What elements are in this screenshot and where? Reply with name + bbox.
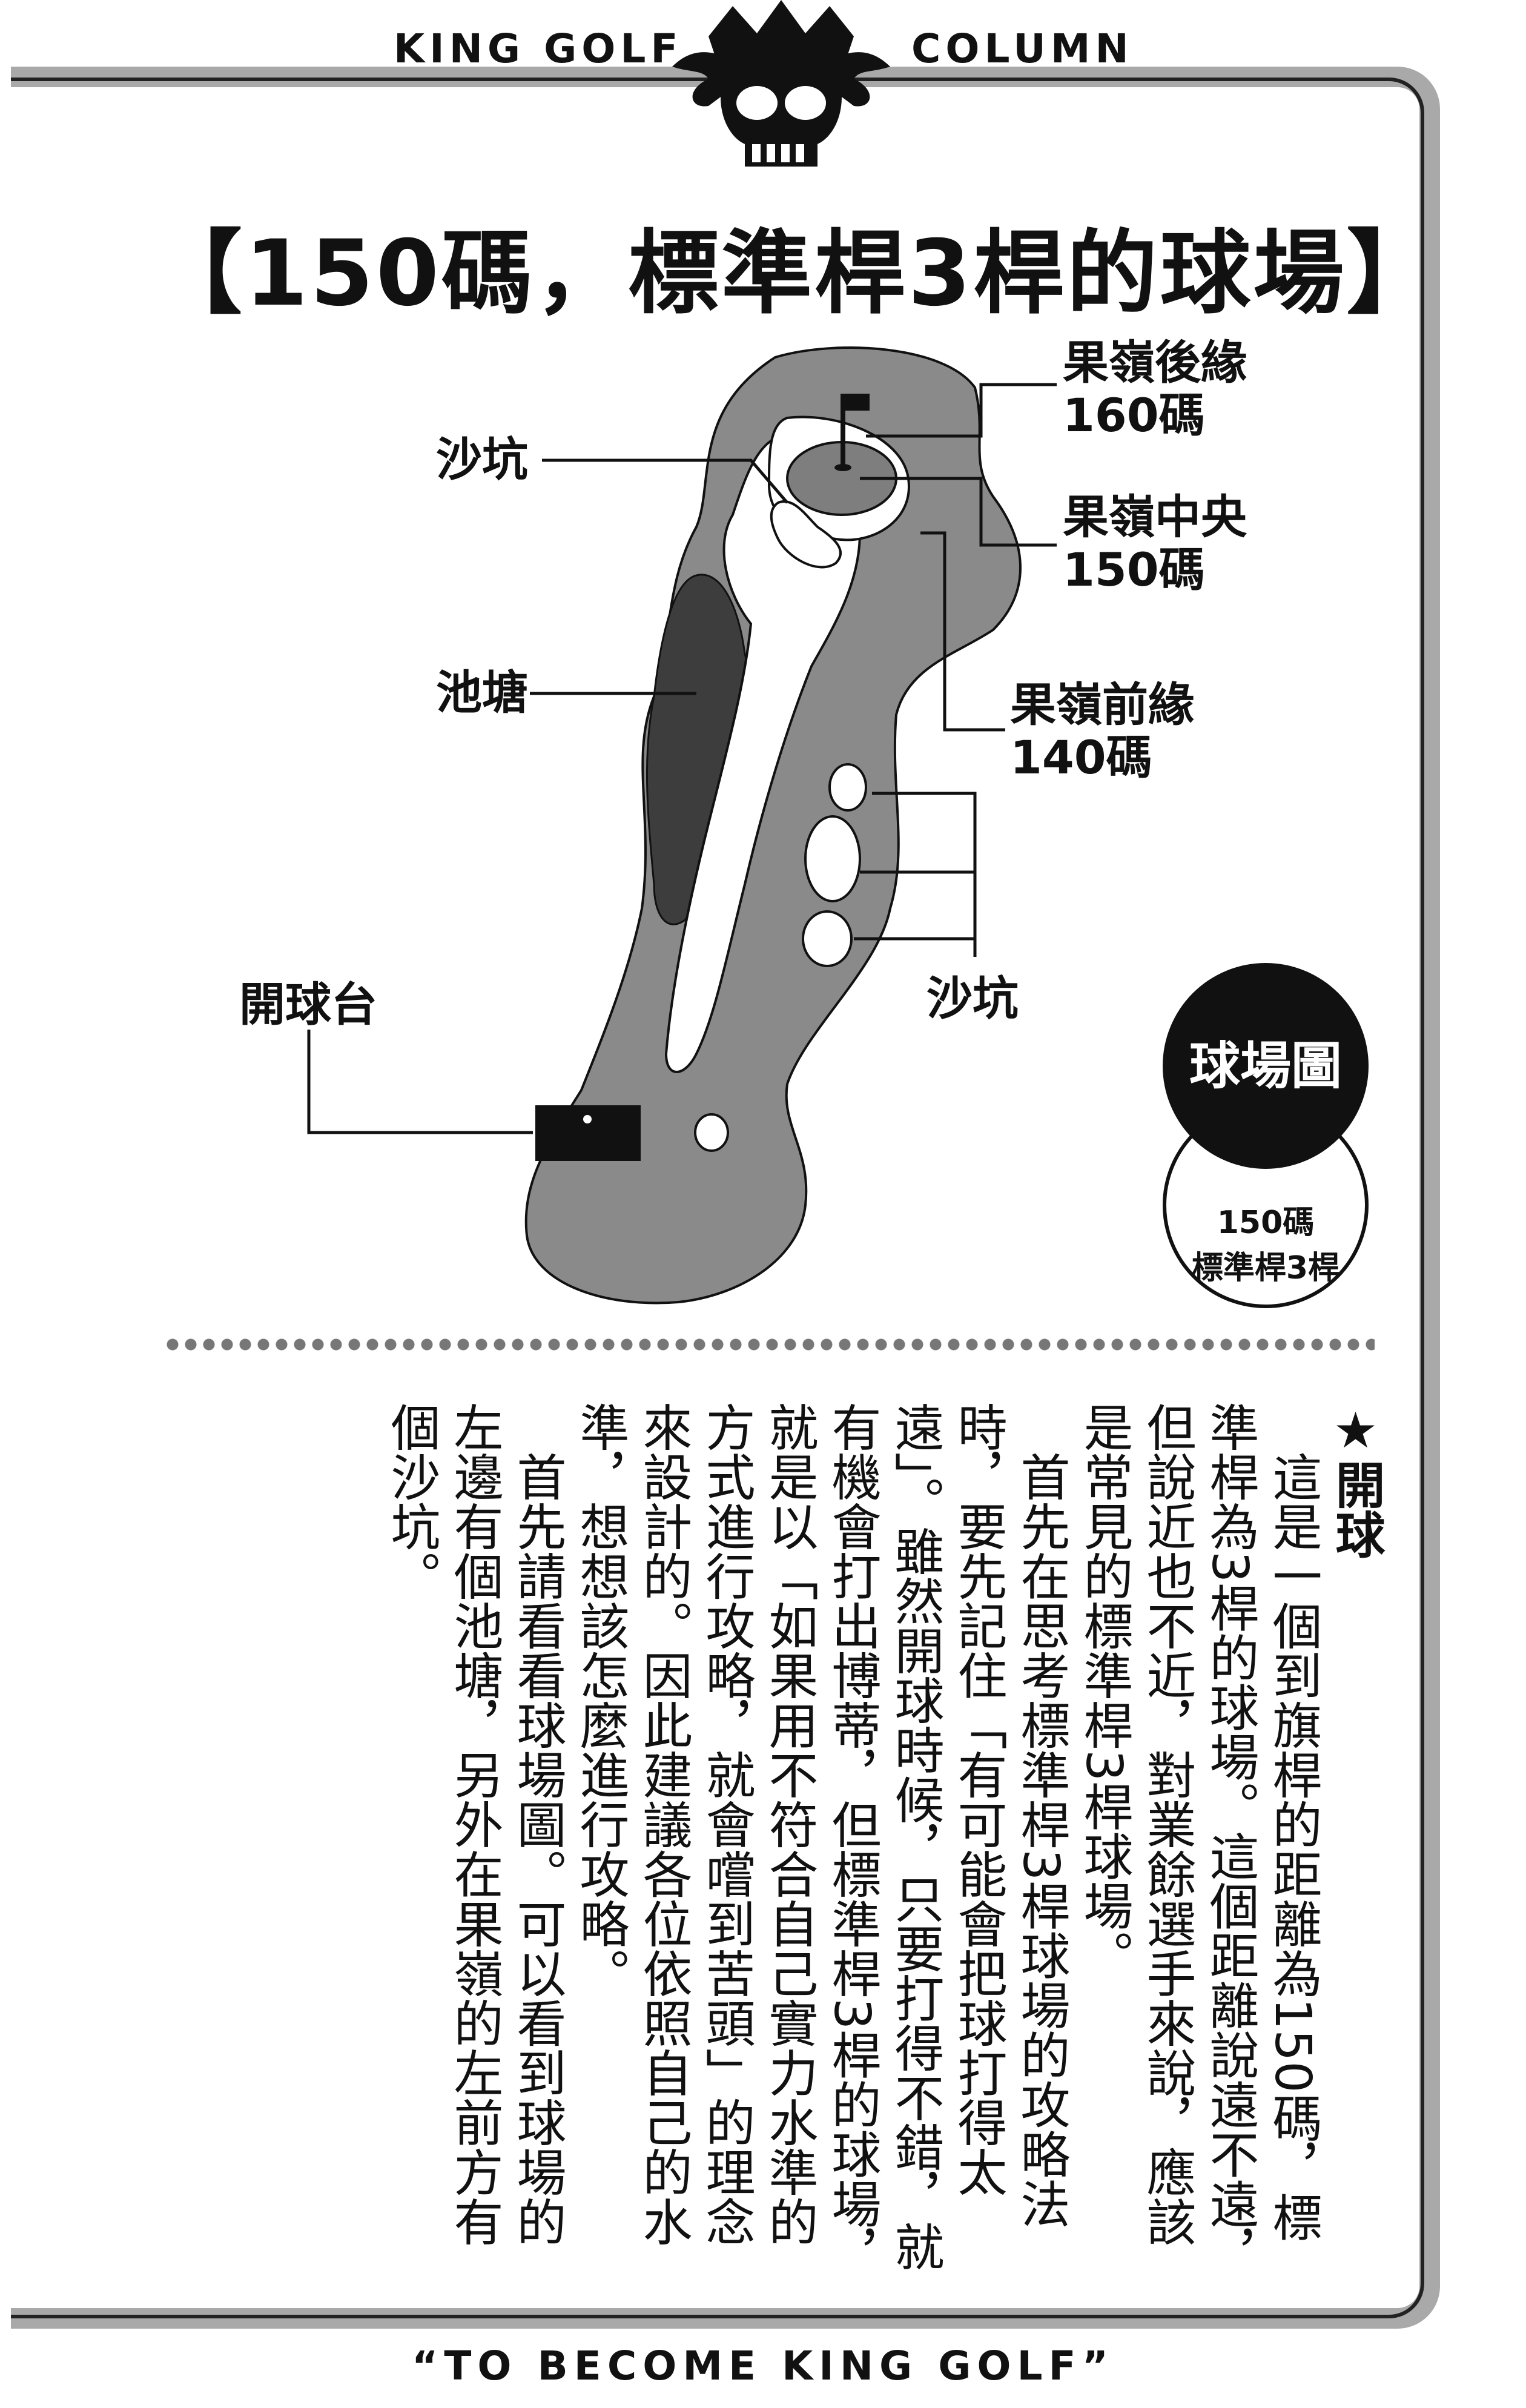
footer-slogan: “TO BECOME KING GOLF” — [411, 2343, 1115, 2389]
course-map — [307, 346, 1057, 1305]
article-paragraph: 這是一個到旗桿的距離為150碼，標準桿為3桿的球場。這個距離說遠不遠，但說近也不… — [1075, 1402, 1321, 2278]
dotted-divider — [164, 1335, 1375, 1354]
bunker-right-2 — [804, 815, 861, 902]
label-pond: 池塘 — [436, 666, 528, 719]
article-heading: ★開球 — [1327, 1402, 1384, 1559]
article-paragraph: 首先請看看球場圖。可以看到球場的左邊有個池塘，另外在果嶺的左前方有個沙坑。 — [382, 1402, 566, 2246]
fairway — [664, 434, 862, 1073]
header-left: KING GOLF — [394, 25, 683, 72]
label-bunker-right: 沙坑 — [926, 971, 1019, 1025]
header-right: COLUMN — [911, 25, 1134, 72]
course-map-badge: 球場圖 — [1163, 963, 1369, 1169]
label-tee: 開球台 — [239, 977, 377, 1031]
bunker-right-1 — [828, 763, 867, 812]
flag — [844, 394, 870, 411]
page-title: 【150碼，標準桿3桿的球場】 — [151, 221, 1440, 326]
tee-box — [535, 1105, 641, 1161]
bunker-green — [770, 500, 842, 569]
rough-area — [524, 346, 1022, 1305]
label-bunker-left: 沙坑 — [436, 432, 528, 486]
article-body: ★開球 這是一個到旗桿的距離為150碼，標準桿為3桿的球場。這個距離說遠不遠，但… — [382, 1402, 1387, 2280]
bunker-right-3 — [802, 910, 853, 967]
cup — [834, 464, 851, 471]
article-paragraph: 首先在思考標準桿3桿球場的攻略法時，要先記住「有可能會把球打得太遠」。雖然開球時… — [571, 1402, 1069, 2278]
skull-crown-logo — [672, 0, 890, 167]
bunker-tee — [694, 1113, 729, 1152]
